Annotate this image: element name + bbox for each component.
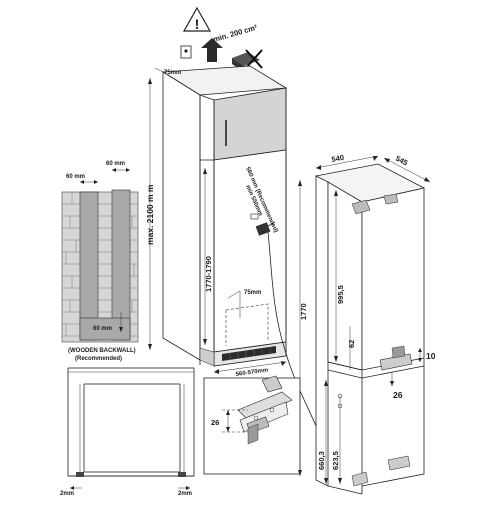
- wall-gap-left-label: 60 mm: [66, 174, 85, 180]
- socket-icon: [180, 45, 192, 59]
- power-cable: [255, 222, 323, 441]
- vent-up-arrow-icon: [201, 38, 223, 62]
- front-frame: [67, 367, 195, 477]
- max-height-label: max. 2100 m m: [145, 184, 155, 245]
- niche-width-label: 560-570mm: [235, 367, 268, 377]
- wall-caption-2: (Recommended): [75, 356, 122, 362]
- cabinet: [161, 65, 288, 367]
- hinge-depth-label: 26: [393, 390, 403, 400]
- appliance-depth-label: 545: [394, 154, 409, 168]
- warning-icon: !: [182, 6, 212, 32]
- wall-gap-bottom-label: 60 mm: [93, 326, 112, 332]
- hinge-detail: [203, 375, 301, 475]
- door-gap-label: 62: [347, 340, 356, 348]
- gap-left-label: 2mm: [60, 491, 74, 497]
- lower-height-2-label: 623,5: [331, 451, 340, 470]
- blocked-vent-icon: [232, 49, 263, 72]
- brick-wall: [61, 189, 139, 343]
- appliance-width-label: 540: [331, 153, 345, 164]
- fridge: [314, 163, 426, 495]
- vent-area-label: min. 200 cm²: [212, 23, 259, 44]
- lower-height-1-label: 660,3: [317, 451, 326, 470]
- niche-height-label: 1770-1790: [204, 256, 213, 292]
- top-offset-label: 75mm: [164, 70, 181, 76]
- appliance-height-label: 1770: [299, 303, 308, 320]
- svg-text:!: !: [195, 16, 200, 32]
- wall-caption-1: (WOODEN BACKWALL): [68, 348, 136, 354]
- detail-dim-label: 26: [211, 418, 219, 427]
- bottom-offset-label: 75mm: [244, 290, 261, 296]
- plug-icon: [250, 213, 259, 220]
- wall-gap-right-label: 60 mm: [106, 161, 125, 167]
- gap-right-label: 2mm: [178, 491, 192, 497]
- upper-height-label: 995,5: [336, 285, 345, 304]
- hinge-offset-label: 10: [426, 351, 436, 361]
